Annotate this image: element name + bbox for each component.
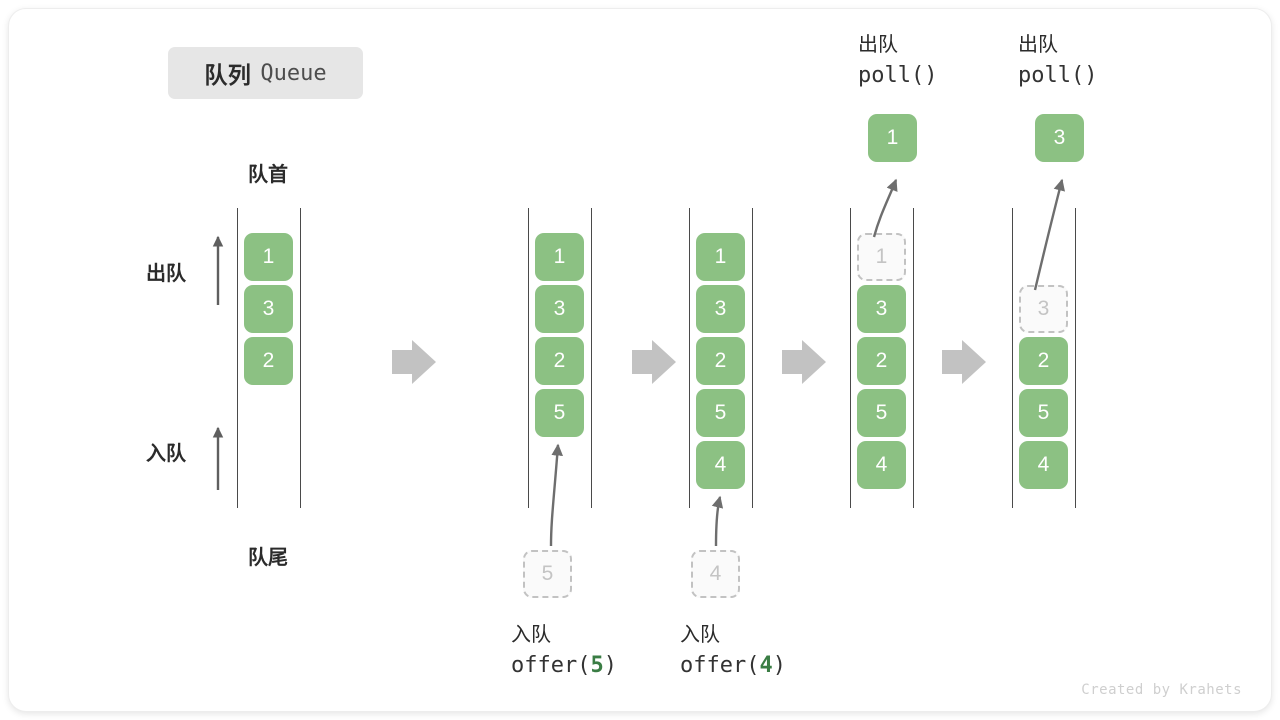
dequeue-direction-label: 出队: [146, 263, 186, 285]
title-chinese: 队列: [204, 62, 252, 88]
rail-right: [591, 208, 592, 508]
queue-cell: 4: [1019, 441, 1068, 489]
rail-left: [528, 208, 529, 508]
queue-tail-label: 队尾: [248, 547, 288, 569]
queue-cell: 2: [535, 337, 584, 385]
queue-cell: 2: [696, 337, 745, 385]
queue-cell: 3: [857, 285, 906, 333]
rail-right: [752, 208, 753, 508]
caption-code: poll(): [858, 63, 938, 88]
queue-cell: 2: [857, 337, 906, 385]
caption-chinese: 出队: [1018, 34, 1058, 56]
queue-cell: 1: [244, 233, 293, 281]
caption-poll-3: 出队 poll(): [1018, 30, 1097, 92]
incoming-element-5: 5: [523, 550, 572, 598]
caption-arg: 4: [759, 653, 773, 678]
caption-offer-5: 入队 offer(5): [511, 620, 617, 682]
rail-left: [689, 208, 690, 508]
queue-cell: 2: [244, 337, 293, 385]
caption-chinese: 入队: [680, 624, 720, 646]
caption-fn: poll: [1018, 63, 1071, 88]
enqueue-direction-label: 入队: [146, 443, 186, 465]
queue-head-label: 队首: [248, 164, 288, 186]
queue-cell: 1: [535, 233, 584, 281]
caption-fn: poll: [858, 63, 911, 88]
caption-fn: offer: [511, 653, 578, 678]
queue-cell: 3: [244, 285, 293, 333]
queue-cell: 2: [1019, 337, 1068, 385]
diagram-card: [8, 8, 1272, 712]
queue-cell: 5: [535, 389, 584, 437]
popped-element-1: 1: [868, 114, 917, 162]
rail-left: [1012, 208, 1013, 508]
queue-cell: 5: [1019, 389, 1068, 437]
rail-left: [850, 208, 851, 508]
queue-cell: 5: [696, 389, 745, 437]
rail-right: [300, 208, 301, 508]
rail-left: [237, 208, 238, 508]
popped-element-3: 3: [1035, 114, 1084, 162]
queue-cell: 4: [696, 441, 745, 489]
rail-right: [913, 208, 914, 508]
title-badge: 队列 Queue: [168, 47, 363, 99]
caption-arg: 5: [590, 653, 604, 678]
caption-code: poll(): [1018, 63, 1098, 88]
caption-poll-1: 出队 poll(): [858, 30, 937, 92]
queue-cell: 4: [857, 441, 906, 489]
title-english: Queue: [260, 60, 327, 86]
queue-cell-removed: 3: [1019, 285, 1068, 333]
credit-text: Created by Krahets: [1081, 682, 1242, 698]
incoming-element-4: 4: [691, 550, 740, 598]
caption-chinese: 出队: [858, 34, 898, 56]
queue-cell: 5: [857, 389, 906, 437]
queue-cell: 3: [535, 285, 584, 333]
caption-code: offer(5): [511, 653, 617, 678]
caption-code: offer(4): [680, 653, 786, 678]
queue-cell: 3: [696, 285, 745, 333]
rail-right: [1075, 208, 1076, 508]
caption-chinese: 入队: [511, 624, 551, 646]
caption-offer-4: 入队 offer(4): [680, 620, 786, 682]
queue-cell: 1: [696, 233, 745, 281]
queue-cell-removed: 1: [857, 233, 906, 281]
caption-fn: offer: [680, 653, 747, 678]
